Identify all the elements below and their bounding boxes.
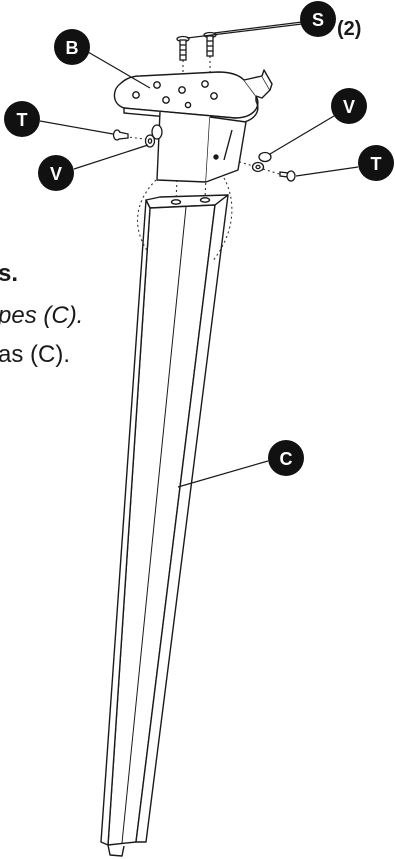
mounting-bracket — [113, 69, 273, 183]
screw-t-left — [112, 129, 129, 141]
screw-t-right — [279, 170, 296, 182]
svg-text:V: V — [50, 164, 62, 184]
screws-s — [176, 31, 217, 61]
badge-t-left: T — [4, 101, 40, 137]
instruction-text-line-1: s. — [0, 260, 19, 287]
svg-text:S: S — [312, 10, 324, 30]
screw-s-2 — [203, 31, 217, 57]
badge-b: B — [54, 29, 90, 65]
table-leg — [100, 194, 229, 857]
svg-text:T: T — [371, 154, 382, 174]
svg-text:V: V — [343, 97, 355, 117]
washer-v-left — [144, 124, 163, 148]
badge-t-right: T — [358, 145, 394, 181]
washer-v-right — [251, 151, 272, 173]
svg-text:B: B — [66, 38, 79, 58]
instruction-text-line-3: as (C). — [0, 341, 70, 368]
instruction-text-line-2: pes (C). — [0, 302, 84, 329]
screw-quantity-label: (2) — [337, 18, 362, 40]
badge-v-right: V — [331, 88, 367, 124]
screw-s-1 — [176, 35, 190, 61]
badge-s: S — [300, 1, 336, 37]
badge-c: C — [268, 440, 304, 476]
badge-v-left: V — [38, 155, 74, 191]
callout-leader-lines — [39, 21, 359, 488]
svg-text:T: T — [17, 110, 28, 130]
svg-text:C: C — [280, 449, 293, 469]
